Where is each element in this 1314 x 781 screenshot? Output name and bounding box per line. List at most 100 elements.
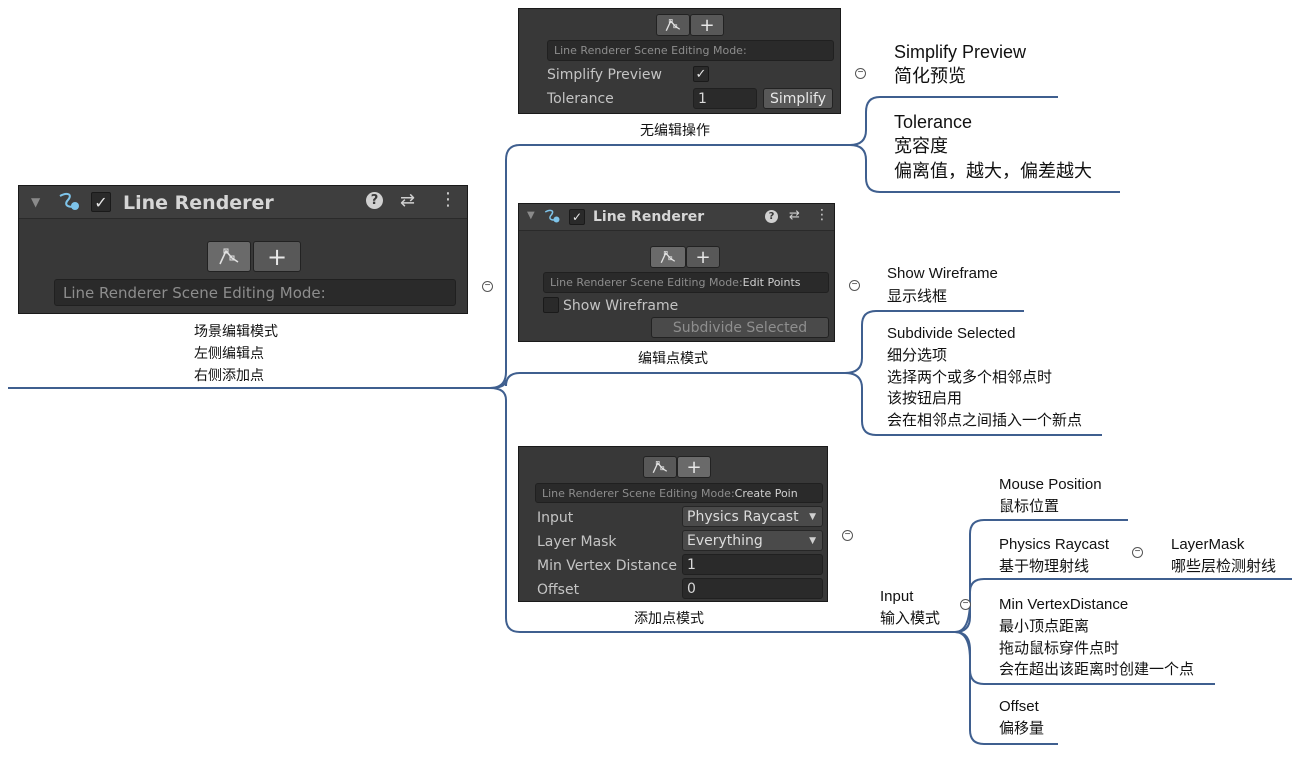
note-input: Input 输入模式 <box>880 586 940 630</box>
simplify-preview-checkbox[interactable]: ✓ <box>693 66 709 82</box>
scene-editing-mode-field: Line Renderer Scene Editing Mode: <box>547 40 834 61</box>
preset-icon[interactable]: ⇄ <box>400 190 416 211</box>
note-text: 该按钮启用 <box>887 390 963 408</box>
enabled-checkbox[interactable]: ✓ <box>91 192 111 212</box>
branch-tolerance <box>849 144 1120 193</box>
foldout-arrow-icon[interactable]: ▼ <box>527 210 535 221</box>
note-show-wireframe: Show Wireframe 显示线框 <box>887 263 998 308</box>
note-title: Mouse Position <box>999 476 1102 493</box>
more-options-icon[interactable]: ⋮ <box>439 189 457 210</box>
collapse-edit-icon[interactable]: − <box>849 280 860 291</box>
branch-raycast <box>954 578 1128 633</box>
caption-line: 左侧编辑点 <box>194 345 264 361</box>
edit-points-caption: 编辑点模式 <box>638 350 708 366</box>
branch-mouse <box>954 519 1128 633</box>
note-layer-mask: LayerMask 哪些层检测射线 <box>1171 534 1276 578</box>
note-text: 输入模式 <box>880 609 941 627</box>
note-title: Offset <box>999 698 1039 715</box>
tolerance-input[interactable]: 1 <box>693 88 757 109</box>
offset-input[interactable]: 0 <box>682 578 823 599</box>
add-points-button[interactable]: + <box>686 246 720 268</box>
foldout-arrow-icon[interactable]: ▼ <box>31 195 41 209</box>
input-label: Input <box>537 510 574 526</box>
note-subdivide: Subdivide Selected 细分选项 选择两个或多个相邻点时 该按钮启… <box>887 323 1082 432</box>
help-icon[interactable]: ? <box>765 210 778 223</box>
branch-offset <box>954 631 1058 745</box>
collapse-none-icon[interactable]: − <box>855 68 866 79</box>
note-simplify-preview: Simplify Preview 简化预览 <box>894 40 1026 89</box>
note-text: 选择两个或多个相邻点时 <box>887 368 1053 386</box>
edit-points-button[interactable] <box>656 14 690 36</box>
note-text: 简化预览 <box>894 66 966 87</box>
note-title: Input <box>880 588 914 605</box>
add-points-button[interactable]: + <box>253 241 301 272</box>
edit-points-panel: ▼ ✓ Line Renderer ? ⇄ ⋮ + Line Renderer … <box>518 203 835 342</box>
mode-value: Edit Points <box>742 276 801 289</box>
simplify-preview-label: Simplify Preview <box>547 67 662 83</box>
edit-points-button[interactable] <box>207 241 251 272</box>
preset-icon[interactable]: ⇄ <box>789 208 800 223</box>
branch-simplify-preview <box>849 96 1058 146</box>
input-value: Physics Raycast <box>687 508 799 525</box>
layer-mask-dropdown[interactable]: Everything▼ <box>682 530 823 551</box>
offset-label: Offset <box>537 582 580 598</box>
enabled-checkbox[interactable]: ✓ <box>569 209 585 225</box>
layer-mask-label: Layer Mask <box>537 534 617 550</box>
collapse-root-icon[interactable]: − <box>482 281 493 292</box>
collapse-add-icon[interactable]: − <box>842 530 853 541</box>
component-header: ▼ ✓ Line Renderer ? ⇄ ⋮ <box>519 204 834 231</box>
note-min-vertex: Min VertexDistance 最小顶点距离 拖动鼠标穿件点时 会在超出该… <box>999 594 1194 681</box>
note-title: Simplify Preview <box>894 42 1027 62</box>
note-text: 细分选项 <box>887 346 948 364</box>
component-title: Line Renderer <box>123 192 274 214</box>
input-dropdown[interactable]: Physics Raycast▼ <box>682 506 823 527</box>
show-wireframe-label: Show Wireframe <box>563 298 679 314</box>
branch-wireframe <box>844 310 1024 374</box>
note-title: Physics Raycast <box>999 536 1110 553</box>
mode-label: Line Renderer Scene Editing Mode: <box>550 276 743 289</box>
note-text: 哪些层检测射线 <box>1171 557 1277 575</box>
note-text: 会在相邻点之间插入一个新点 <box>887 412 1083 429</box>
min-vertex-distance-label: Min Vertex Distance <box>537 558 677 574</box>
note-text: 偏移量 <box>999 719 1045 737</box>
simplify-button[interactable]: Simplify <box>763 88 833 109</box>
add-points-button[interactable]: + <box>677 456 711 478</box>
caption-line: 右侧添加点 <box>194 367 264 383</box>
note-text: 最小顶点距离 <box>999 617 1090 635</box>
note-text: 鼠标位置 <box>999 497 1060 515</box>
note-tolerance: Tolerance 宽容度 偏离值，越大，偏差越大 <box>894 110 1092 183</box>
line-renderer-icon <box>543 208 561 229</box>
edit-points-button[interactable] <box>650 246 686 268</box>
no-edit-panel: + Line Renderer Scene Editing Mode: Simp… <box>518 8 841 114</box>
tolerance-label: Tolerance <box>547 91 614 107</box>
note-text: 基于物理射线 <box>999 557 1090 575</box>
note-title: Min VertexDistance <box>999 596 1129 613</box>
caption-line: 场景编辑模式 <box>194 323 278 339</box>
note-mouse-position: Mouse Position 鼠标位置 <box>999 474 1102 518</box>
mode-value: Create Poin <box>734 486 798 500</box>
branch-subdivide <box>844 372 1102 436</box>
main-caption: 场景编辑模式 左侧编辑点 右侧添加点 <box>194 320 278 386</box>
collapse-input-icon[interactable]: − <box>960 599 971 610</box>
line-renderer-main-panel: ▼ ✓ Line Renderer ? ⇄ ⋮ + Line Renderer … <box>18 185 468 314</box>
edit-points-button[interactable] <box>643 456 677 478</box>
branch-edit <box>489 372 845 389</box>
note-text: 偏离值，越大，偏差越大 <box>894 160 1092 181</box>
component-title: Line Renderer <box>593 209 705 225</box>
collapse-raycast-icon[interactable]: − <box>1132 547 1143 558</box>
scene-editing-mode-field: Line Renderer Scene Editing Mode: Edit P… <box>543 272 829 293</box>
min-vertex-distance-input[interactable]: 1 <box>682 554 823 575</box>
help-icon[interactable]: ? <box>366 192 383 209</box>
line-renderer-icon <box>57 191 81 217</box>
subdivide-selected-button[interactable]: Subdivide Selected <box>651 317 829 338</box>
note-title: LayerMask <box>1171 536 1245 553</box>
note-title: Show Wireframe <box>887 265 998 282</box>
note-text: 宽容度 <box>894 136 948 157</box>
note-offset: Offset 偏移量 <box>999 696 1044 740</box>
scene-editing-mode-field: Line Renderer Scene Editing Mode: Create… <box>535 483 823 503</box>
add-points-button[interactable]: + <box>690 14 724 36</box>
more-options-icon[interactable]: ⋮ <box>815 207 829 223</box>
add-points-panel: + Line Renderer Scene Editing Mode: Crea… <box>518 446 828 602</box>
note-physics-raycast: Physics Raycast 基于物理射线 <box>999 534 1109 578</box>
show-wireframe-checkbox[interactable] <box>543 297 559 313</box>
